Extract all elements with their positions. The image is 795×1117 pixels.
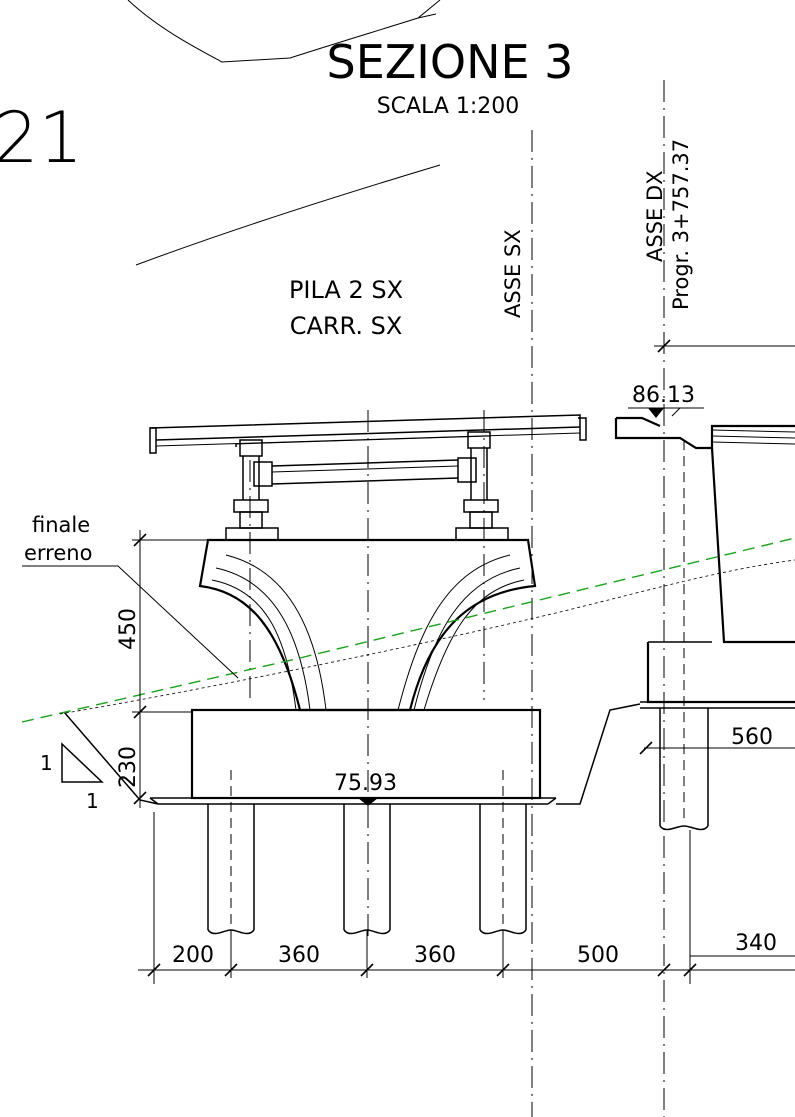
pier-label-line2: CARR. SX	[290, 312, 403, 340]
dim-h-5: 340	[735, 931, 777, 956]
terrain-leader	[22, 565, 239, 679]
existing-terrain-line	[59, 559, 795, 715]
excavation-slope-right	[556, 703, 641, 805]
dim-footing-height: 230	[116, 746, 141, 788]
dim-abutment: 560	[731, 725, 773, 750]
axis-left-label: ASSE SX	[501, 229, 525, 318]
vertical-dimensions	[132, 530, 208, 808]
final-ground-line	[21, 537, 795, 723]
abutment-right	[614, 339, 795, 831]
slope-horizontal: 1	[86, 789, 99, 813]
horizontal-dimensions	[138, 812, 795, 984]
axis-right-label-line1: ASSE DX	[643, 170, 667, 262]
dim-h-2: 360	[278, 943, 320, 968]
elevation-deck-marker-icon	[648, 408, 664, 418]
terrain-label-line1: finale	[32, 513, 90, 537]
dim-h-4: 500	[577, 943, 619, 968]
excavation-slope-left	[63, 711, 159, 805]
slope-triangle-icon	[61, 742, 104, 783]
terrain-contours	[127, 0, 441, 266]
slope-vertical: 1	[40, 751, 53, 775]
axis-right-progr: Progr. 3+757.37	[669, 139, 693, 310]
piles	[207, 770, 527, 935]
dim-h-3: 360	[414, 943, 456, 968]
dim-pier-height: 450	[116, 608, 141, 650]
section-title: SEZIONE 3	[327, 35, 574, 89]
elevation-foundation: 75.93	[334, 771, 397, 796]
dim-h-1: 200	[172, 943, 214, 968]
terrain-label-line2: erreno	[24, 541, 92, 565]
elevation-deck: 86.13	[632, 383, 695, 408]
bearings	[225, 431, 509, 541]
scale-label: SCALA 1:200	[377, 94, 520, 119]
deck-left	[149, 414, 587, 454]
sheet-number: 21	[0, 97, 83, 179]
elevation-marker-icon	[358, 798, 378, 806]
pier-label-line1: PILA 2 SX	[289, 276, 403, 304]
